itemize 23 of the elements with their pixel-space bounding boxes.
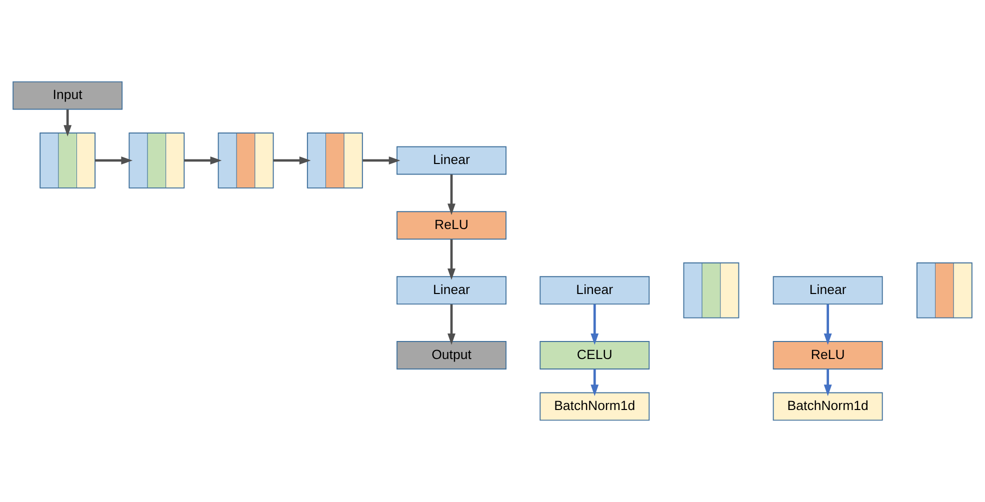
node-box: Linear [396,146,506,175]
node-box: BatchNorm1d [772,392,883,421]
node-box: Output [396,341,506,370]
arrow [824,369,832,396]
node-box: Linear [396,276,506,305]
arrow [64,110,72,137]
arrow [824,304,832,345]
node-box: Linear [772,276,883,305]
node-box: BatchNorm1d [540,392,650,421]
node-box: Linear [540,276,650,305]
arrow [184,156,222,164]
arrow [590,304,599,345]
node-box: CELU [540,341,650,370]
arrow [590,369,599,396]
node-box: ReLU [772,341,883,370]
node-box: Input [12,81,123,110]
arrow [448,304,456,345]
arrow [95,156,133,164]
node-box: ReLU [396,211,506,240]
arrow [448,174,456,215]
arrow [273,156,311,164]
arrow [448,239,456,280]
arrow [362,156,400,164]
